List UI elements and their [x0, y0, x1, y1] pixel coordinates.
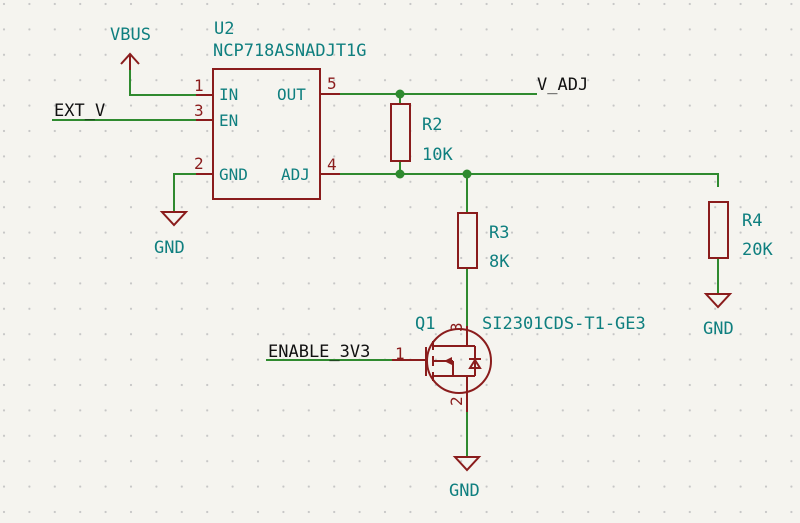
- r2-ref: R2: [422, 115, 442, 135]
- q1-gate-pin-number: 1: [395, 344, 405, 363]
- gnd-symbol-u2: [159, 211, 189, 227]
- gnd-label-r4: GND: [703, 319, 734, 339]
- q1-source-pin-number: 2: [447, 396, 466, 406]
- u2-pin3-name: EN: [219, 111, 238, 130]
- gnd-label-u2: GND: [154, 238, 185, 258]
- wires: [52, 70, 719, 457]
- vbus-label: VBUS: [110, 25, 151, 45]
- r4-value: 20K: [742, 240, 773, 260]
- u2-ref: U2: [214, 19, 234, 39]
- net-label-v-adj: V_ADJ: [537, 75, 588, 95]
- net-label-ext-v: EXT_V: [54, 101, 105, 121]
- u2-pin2-name: GND: [219, 165, 248, 184]
- gnd-symbol-q1: [452, 456, 482, 472]
- u2-pin1-number: 1: [194, 76, 204, 95]
- q1-ref: Q1: [415, 314, 435, 334]
- net-label-enable: ENABLE_3V3: [268, 342, 370, 362]
- wire-u2-gnd: [173, 173, 196, 212]
- u2-regulator[interactable]: [196, 68, 340, 200]
- r2-value: 10K: [422, 145, 453, 165]
- u2-pin4-number: 4: [327, 155, 337, 174]
- q1-drain-pin-number: 3: [447, 322, 466, 332]
- u2-pin5-name: OUT: [277, 85, 306, 104]
- vbus-power-symbol: [120, 52, 140, 70]
- junction-adj: [395, 169, 405, 179]
- u2-pin2-number: 2: [194, 154, 204, 173]
- r2-resistor[interactable]: [390, 103, 411, 162]
- junction-r3: [462, 169, 472, 179]
- r4-ref: R4: [742, 211, 762, 231]
- u2-body: [212, 68, 321, 200]
- r3-value: 8K: [489, 252, 510, 272]
- u2-pin1-name: IN: [219, 85, 238, 104]
- u2-pin4-name: ADJ: [281, 165, 310, 184]
- junction-out: [395, 89, 405, 99]
- q1-value: SI2301CDS-T1-GE3: [482, 314, 646, 334]
- gnd-symbol-r4: [703, 293, 733, 309]
- u2-pin3-number: 3: [194, 101, 204, 120]
- wire-vbus-in: [129, 70, 196, 96]
- u2-value: NCP718ASNADJT1G: [213, 41, 367, 61]
- gnd-label-q1: GND: [449, 481, 480, 501]
- r4-resistor[interactable]: [708, 201, 729, 259]
- u2-pin5-number: 5: [327, 74, 337, 93]
- r3-resistor[interactable]: [457, 212, 478, 269]
- q1-mosfet[interactable]: [392, 326, 492, 412]
- r3-ref: R3: [489, 223, 509, 243]
